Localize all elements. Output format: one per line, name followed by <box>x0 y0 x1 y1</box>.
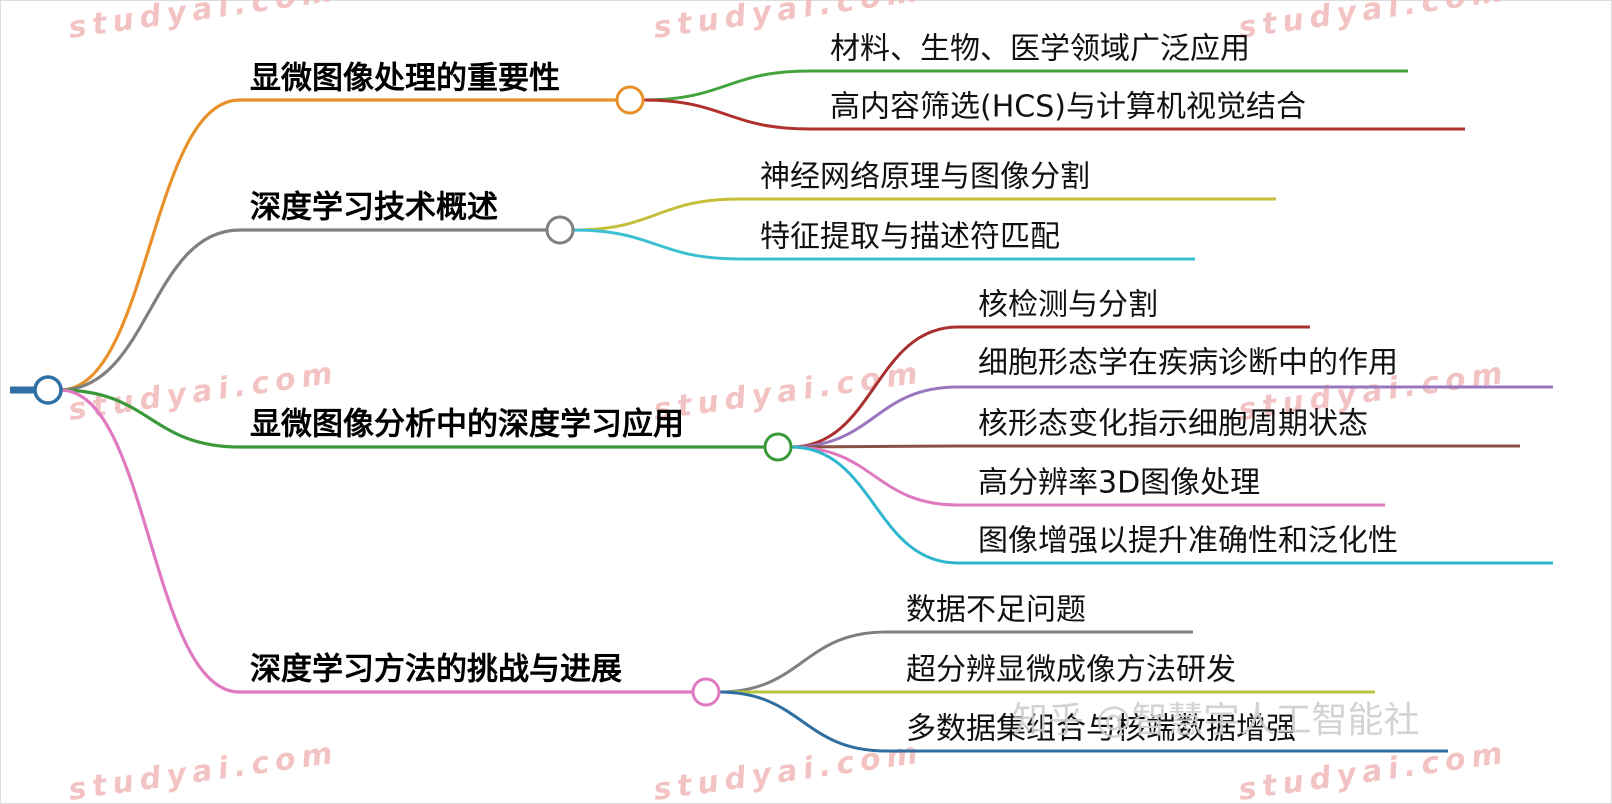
leaf-label: 图像增强以提升准确性和泛化性 <box>978 524 1398 559</box>
leaf-connector <box>572 228 1195 261</box>
leaf-label: 数据不足问题 <box>906 593 1086 628</box>
branch-connector <box>59 228 548 392</box>
leaf-connector <box>790 325 1310 449</box>
site-watermark: studyai.com <box>651 355 925 428</box>
leaf-connector <box>790 445 1553 565</box>
branch-label: 深度学习方法的挑战与进展 <box>250 652 622 688</box>
branch-connector <box>59 98 618 392</box>
edges-layer <box>10 69 1553 753</box>
leaf-connector <box>572 197 1276 232</box>
root-node <box>33 375 63 405</box>
branch-node <box>615 85 645 115</box>
leaf-label: 高内容筛选(HCS)与计算机视觉结合 <box>830 90 1306 125</box>
leaf-label: 材料、生物、医学领域广泛应用 <box>830 32 1250 67</box>
site-watermark: studyai.com <box>66 735 340 804</box>
leaf-label: 特征提取与描述符匹配 <box>760 220 1060 255</box>
leaf-label: 核形态变化指示细胞周期状态 <box>978 407 1368 442</box>
branch-connector <box>59 388 694 694</box>
leaf-label: 高分辨率3D图像处理 <box>978 466 1260 501</box>
leaf-connector <box>642 69 1408 102</box>
zhihu-watermark: 知乎 @智慧宇人工智能社 <box>1012 700 1419 741</box>
leaf-label: 核检测与分割 <box>978 288 1158 323</box>
labels-layer: 显微图像处理的重要性 材料、生物、医学领域广泛应用高内容筛选(HCS)与计算机视觉… <box>250 32 1398 747</box>
nodes-layer: 知乎 @智慧宇人工智能社 <box>33 85 1419 741</box>
leaf-connector <box>718 630 1193 694</box>
branch-label: 显微图像分析中的深度学习应用 <box>250 407 684 443</box>
branch-label: 显微图像处理的重要性 <box>250 61 560 97</box>
site-watermark: studyai.com <box>66 0 340 46</box>
branch-label: 深度学习技术概述 <box>250 190 498 226</box>
site-watermark: studyai.com <box>651 735 925 804</box>
leaf-connector <box>790 444 1520 449</box>
site-watermark: studyai.com <box>1236 0 1510 46</box>
leaf-label: 细胞形态学在疾病诊断中的作用 <box>978 346 1398 381</box>
leaf-connector <box>718 690 1448 753</box>
leaf-connector <box>790 445 1385 507</box>
leaf-connector <box>790 385 1553 449</box>
branch-connector <box>59 388 766 449</box>
leaf-label: 超分辨显微成像方法研发 <box>906 653 1236 688</box>
leaf-label: 多数据集组合与核端数据增强 <box>906 712 1296 747</box>
leaf-connector <box>642 98 1465 131</box>
branch-node <box>763 432 793 462</box>
leaf-label: 神经网络原理与图像分割 <box>760 160 1090 195</box>
branch-node <box>691 677 721 707</box>
branch-node <box>545 215 575 245</box>
